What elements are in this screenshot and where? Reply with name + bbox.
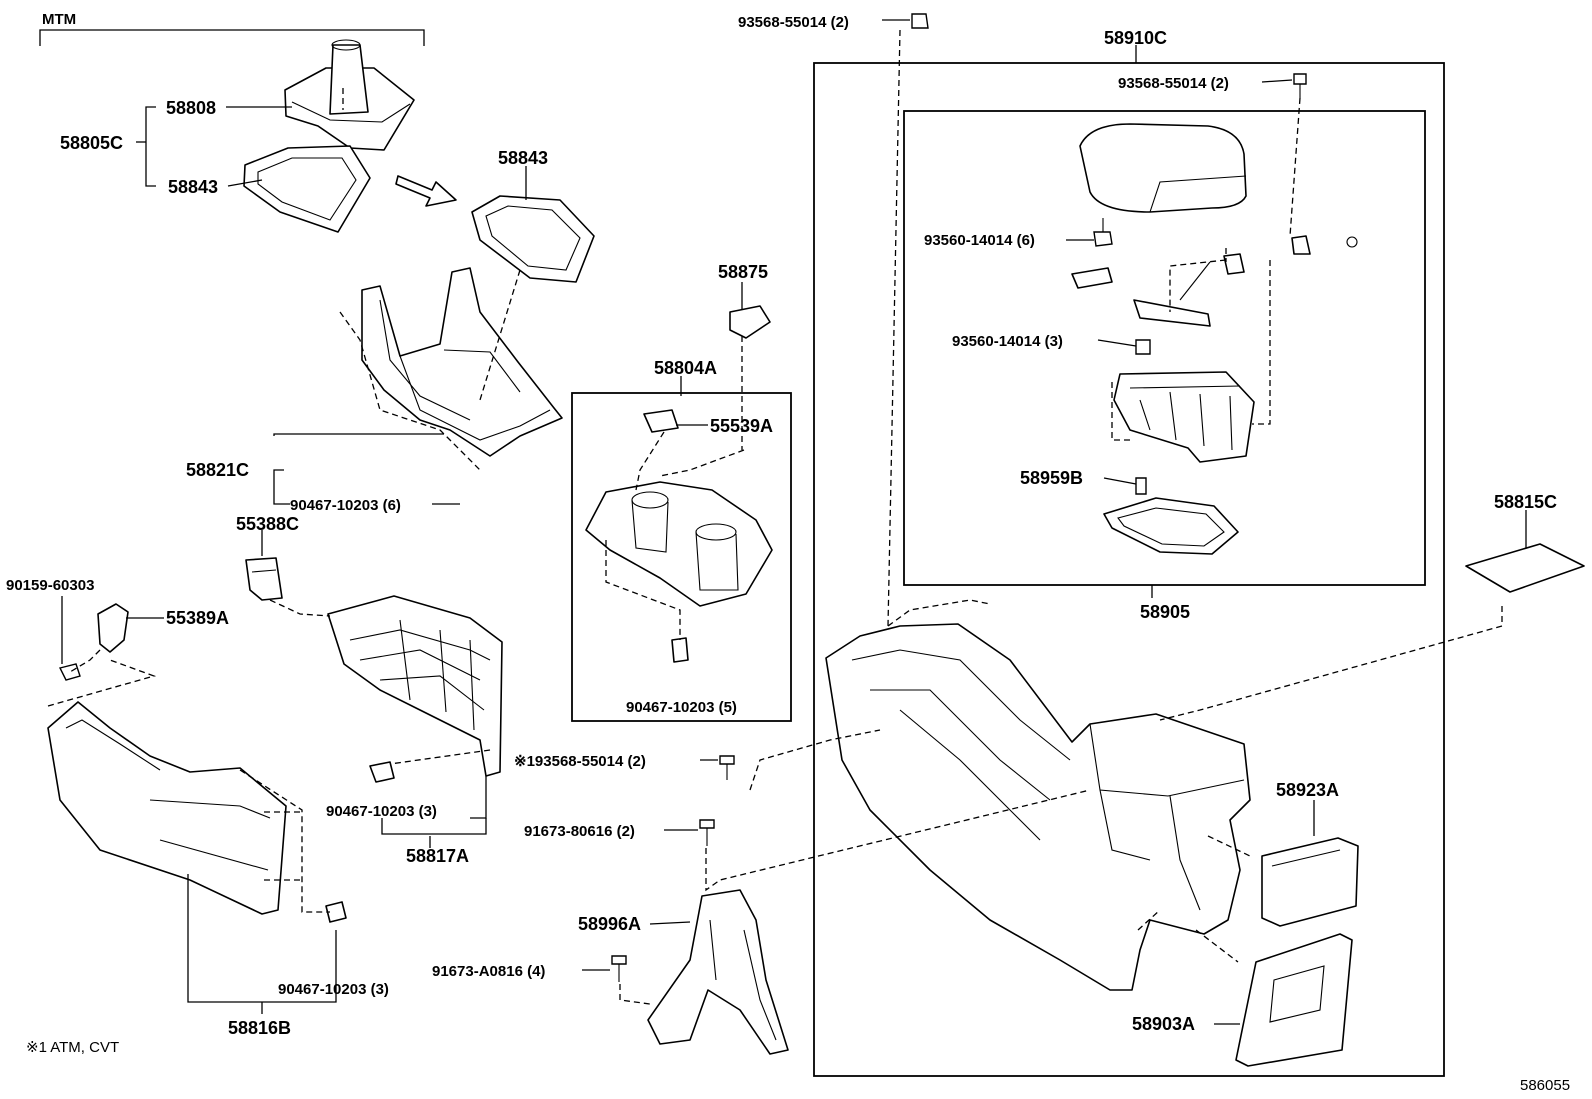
label-90467-5: 90467-10203 (5) (626, 699, 737, 716)
mat-58815C (1465, 543, 1585, 593)
label-58817A: 58817A (406, 846, 469, 866)
console-body (825, 623, 1251, 991)
leader-lines (61, 19, 1527, 1025)
label-58816B: 58816B (228, 1018, 291, 1038)
label-90467-3a: 90467-10203 (3) (326, 803, 437, 820)
cupholder-58804A (585, 481, 773, 607)
pocket-58923A (1261, 837, 1359, 927)
shift-boot-58808 (284, 39, 415, 151)
label-91673-80616: 91673-80616 (2) (524, 823, 635, 840)
label-90159-60303: 90159-60303 (6, 577, 94, 594)
tray (1103, 497, 1239, 555)
hinge-bracket (1071, 235, 1358, 327)
bolt-icon (58, 663, 81, 681)
bolt-icon (611, 955, 627, 982)
label-91673-A0816: 91673-A0816 (4) (432, 963, 545, 980)
label-58923A: 58923A (1276, 780, 1339, 800)
mtm-label: MTM (42, 11, 76, 28)
bolt-icon (1293, 73, 1307, 98)
label-58905: 58905 (1140, 602, 1190, 622)
shift-panel-58821C (361, 267, 563, 457)
bolt-icon (1135, 339, 1151, 355)
label-58843-a: 58843 (168, 177, 218, 197)
bezel-58843-large (471, 195, 595, 283)
bolt-icon (1093, 218, 1113, 247)
label-55539A: 55539A (710, 416, 773, 436)
bolt-icon (699, 819, 715, 846)
label-93568-inner: 93568-55014 (2) (1118, 75, 1229, 92)
clip-icon (325, 901, 347, 923)
label-58808: 58808 (166, 98, 216, 118)
bezel-58843-small (243, 145, 371, 233)
label-58903A: 58903A (1132, 1014, 1195, 1034)
clip-55539A (643, 409, 679, 433)
bolt-icon (1135, 477, 1147, 495)
label-58959B: 58959B (1020, 468, 1083, 488)
bracket-55389A (97, 603, 129, 653)
label-58910C: 58910C (1104, 28, 1167, 48)
label-55389A: 55389A (166, 608, 229, 628)
clip-58875 (729, 305, 771, 339)
bolt-icon (911, 13, 929, 29)
reference-lines (47, 29, 1503, 1005)
rear-panel-58903A (1235, 933, 1353, 1067)
label-55388C: 55388C (236, 514, 299, 534)
armrest-lid (1079, 123, 1247, 213)
label-58843-b: 58843 (498, 148, 548, 168)
footnote: ※1 ATM, CVT (26, 1039, 119, 1056)
mtm-bracket (39, 29, 425, 46)
label-93560-3: 93560-14014 (3) (952, 333, 1063, 350)
label-58996A: 58996A (578, 914, 641, 934)
label-58805C: 58805C (60, 133, 123, 153)
assembly-frame-58910C (813, 62, 1445, 1077)
label-193568: ※193568-55014 (2) (514, 753, 646, 770)
label-93560-6: 93560-14014 (6) (924, 232, 1035, 249)
label-58815C: 58815C (1494, 492, 1557, 512)
bolt-icon (719, 755, 735, 780)
label-58875: 58875 (718, 262, 768, 282)
clip-icon (671, 637, 689, 663)
clip-icon (369, 761, 395, 783)
label-93568-top: 93568-55014 (2) (738, 14, 849, 31)
console-box-frame (1113, 371, 1255, 463)
label-90467-3b: 90467-10203 (3) (278, 981, 389, 998)
bracket-58996A (647, 889, 789, 1055)
sub-assembly-frame-58905 (903, 110, 1426, 586)
label-58804A: 58804A (654, 358, 717, 378)
lower-panel-58816B (47, 701, 287, 915)
diagram-id: 586055 (1520, 1077, 1570, 1094)
side-panel-58817A (327, 595, 503, 777)
label-90467-6: 90467-10203 (6) (290, 497, 401, 514)
arrow-icon (395, 175, 457, 207)
clip-55388C (245, 557, 283, 601)
label-58821C: 58821C (186, 460, 249, 480)
